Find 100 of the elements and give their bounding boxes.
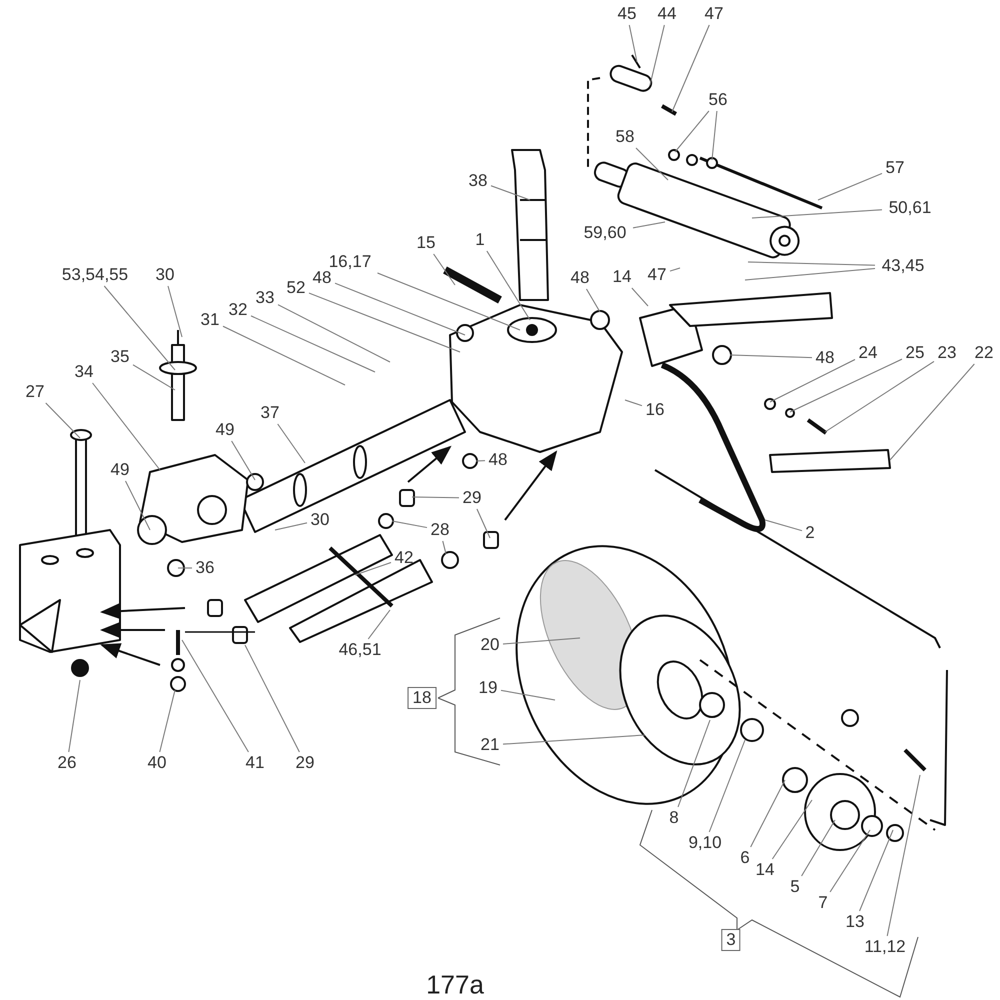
- callout-number: 9,10: [688, 833, 722, 853]
- leader-line: [650, 24, 665, 86]
- callout-number: 48: [816, 348, 834, 368]
- leader-line: [890, 364, 975, 460]
- leader-line: [250, 315, 376, 372]
- leader-line: [442, 540, 446, 554]
- callout-number: 7: [818, 893, 828, 913]
- leader-line: [92, 382, 160, 470]
- leader-line: [752, 209, 882, 218]
- leader-line: [500, 690, 556, 700]
- callout-number: 1: [475, 230, 485, 250]
- leader-line: [222, 326, 346, 386]
- callout-number: 46,51: [338, 640, 382, 660]
- leader-line: [490, 185, 530, 200]
- callout-number: 34: [74, 362, 94, 382]
- leader-line: [354, 562, 392, 576]
- leader-line: [678, 720, 710, 808]
- leader-line: [433, 254, 456, 286]
- leader-line: [586, 288, 600, 312]
- leader-line: [68, 680, 80, 752]
- leader-line: [159, 690, 176, 752]
- leader-line: [624, 400, 642, 406]
- leader-line: [486, 250, 530, 320]
- leader-line: [790, 358, 902, 412]
- callout-number: 3: [721, 929, 741, 951]
- leader-line: [182, 640, 249, 752]
- callout-number: 47: [704, 4, 724, 24]
- callout-number: 29: [462, 488, 482, 508]
- leader-line: [859, 830, 894, 912]
- leader-line: [801, 820, 836, 876]
- callout-number: 40: [148, 753, 166, 773]
- callout-number: 49: [110, 460, 130, 480]
- callout-number: 41: [246, 753, 264, 773]
- leader-line: [818, 172, 882, 200]
- leader-line: [636, 148, 668, 180]
- callout-number: 59,60: [584, 223, 626, 243]
- callout-number: 20: [480, 635, 500, 655]
- callout-number: 33: [256, 288, 274, 308]
- leader-line: [476, 508, 490, 538]
- callout-number: 16,17: [328, 252, 372, 272]
- leader-line: [368, 610, 390, 640]
- leader-line: [104, 286, 176, 370]
- leader-line: [764, 520, 802, 532]
- callout-number: 24: [858, 343, 878, 363]
- callout-number: 30: [156, 265, 174, 285]
- leader-line: [708, 740, 746, 832]
- callout-number: 14: [612, 267, 632, 287]
- callout-number: 13: [846, 912, 864, 932]
- leader-line: [308, 292, 460, 352]
- leader-line: [744, 268, 876, 280]
- leader-line: [770, 359, 856, 402]
- callout-number: 53,54,55: [62, 265, 128, 285]
- callout-number: 28: [430, 520, 450, 540]
- leader-line: [132, 364, 176, 390]
- leader-line: [730, 354, 812, 358]
- callout-number: 44: [658, 4, 676, 24]
- leader-line: [274, 522, 308, 530]
- leader-line: [628, 24, 638, 62]
- leader-line: [244, 644, 300, 752]
- callout-number: 48: [488, 450, 508, 470]
- callout-number: 2: [805, 523, 815, 543]
- leader-line: [772, 800, 812, 860]
- leader-line: [830, 830, 870, 892]
- leader-line: [168, 286, 182, 338]
- callout-number: 47: [648, 265, 666, 285]
- callout-number: 48: [570, 268, 590, 288]
- callout-number: 14: [756, 860, 774, 880]
- leader-line: [886, 774, 920, 936]
- leader-line: [824, 360, 934, 432]
- callout-number: 52: [286, 278, 306, 298]
- callout-number: 56: [708, 90, 728, 110]
- callout-number: 19: [478, 678, 498, 698]
- leader-line: [125, 480, 150, 530]
- leader-line: [277, 424, 306, 464]
- leader-line: [631, 288, 648, 306]
- callout-number: 38: [468, 171, 488, 191]
- leader-line: [674, 110, 710, 152]
- callout-number: 42: [394, 548, 414, 568]
- leader-line: [278, 304, 390, 362]
- callout-number: 6: [740, 848, 750, 868]
- callout-number: 32: [228, 300, 248, 320]
- callout-number: 48: [312, 268, 332, 288]
- callout-number: 31: [200, 310, 220, 330]
- leader-line: [392, 520, 428, 528]
- callout-number: 43,45: [882, 256, 924, 276]
- callout-number: 26: [58, 753, 76, 773]
- callout-number: 16: [646, 400, 664, 420]
- leader-line: [712, 110, 718, 160]
- callout-number: 57: [886, 158, 904, 178]
- callout-number: 58: [616, 127, 634, 147]
- leader-line: [672, 24, 710, 112]
- callout-number: 50,61: [888, 198, 932, 218]
- callout-number: 49: [216, 420, 234, 440]
- leader-line: [748, 262, 876, 266]
- leader-line: [670, 268, 680, 272]
- leader-line: [632, 222, 666, 228]
- callout-number: 27: [26, 382, 44, 402]
- leader-line: [476, 460, 486, 462]
- callout-number: 22: [974, 343, 994, 363]
- callout-number: 18: [408, 687, 436, 709]
